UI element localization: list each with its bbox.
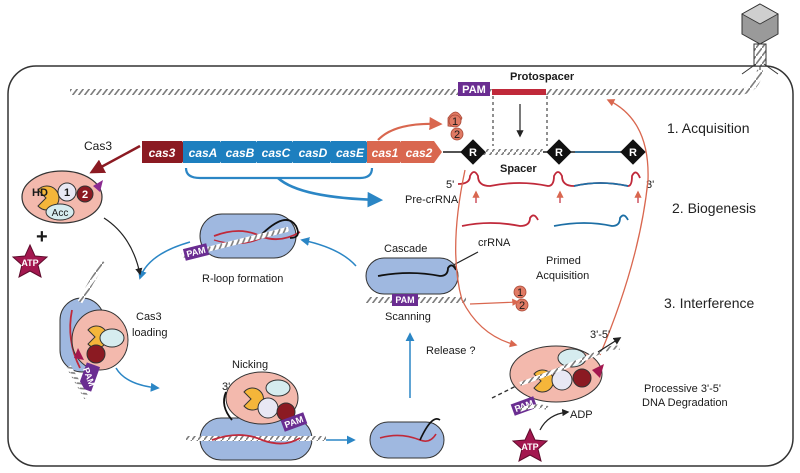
gene-casA: [183, 141, 228, 163]
phage-dna-strand: [70, 69, 763, 95]
gene-casB: [221, 141, 264, 163]
plus-sign: +: [36, 226, 48, 248]
primed-label-1: Primed: [546, 255, 581, 267]
protospacer-segment: [492, 89, 546, 95]
stage-biogenesis: 2. Biogenesis: [672, 200, 756, 216]
svg-text:casD: casD: [299, 146, 328, 160]
svg-text:cas3: cas3: [149, 146, 176, 160]
gene-casE: [331, 141, 374, 163]
svg-text:1: 1: [517, 287, 523, 299]
svg-text:cas2: cas2: [406, 146, 433, 160]
svg-text:PAM: PAM: [185, 245, 206, 259]
processive-label-2: DNA Degradation: [642, 397, 728, 409]
cascade-rloop: PAM: [181, 213, 301, 261]
repeat-to-degradation-arrow: [455, 169, 518, 348]
svg-text:1: 1: [452, 116, 458, 128]
gene-casD: [293, 141, 338, 163]
svg-text:R: R: [469, 147, 477, 159]
scan-to-primed-arrow: [469, 298, 520, 306]
repeat-r3: R: [620, 139, 646, 165]
svg-text:2: 2: [82, 189, 88, 201]
pam-label-top: PAM: [462, 84, 486, 96]
crrna-red: [461, 214, 539, 227]
cas3-loading-label-1: Cas3: [136, 311, 162, 323]
atp-hydrolysis-arrow: [539, 408, 570, 431]
stage-acquisition: 1. Acquisition: [667, 120, 750, 136]
arrow-loading-to-nicking: [115, 367, 160, 392]
cascade-scanning: PAM: [365, 257, 466, 306]
phage-icon: [741, 3, 779, 76]
gene-cas3: [142, 141, 190, 163]
cas1-cas2-complex-top: 1 2: [447, 111, 464, 141]
cas3-label: Cas3: [84, 139, 112, 153]
protospacer-label: Protospacer: [510, 71, 575, 83]
released-cascade: [369, 418, 445, 459]
svg-text:cas1: cas1: [372, 146, 399, 160]
cas3-loading-label-2: loading: [132, 327, 167, 339]
direction-label: 3'-5': [590, 329, 610, 341]
cascade-gene-bracket: [184, 167, 374, 180]
svg-text:2: 2: [454, 129, 460, 141]
nick-three-prime-label: 3': [222, 381, 230, 393]
pre-crrna-strand: [457, 171, 641, 187]
spacer-label: Spacer: [500, 163, 537, 175]
pre-crrna-label: Pre-crRNA: [405, 194, 459, 206]
atp-star-bottom: ATP: [512, 428, 548, 462]
svg-text:1: 1: [64, 187, 70, 199]
nicking-label: Nicking: [232, 359, 268, 371]
cas3-protein: HD 1 2 Acc: [21, 170, 103, 224]
svg-text:Acc: Acc: [52, 208, 69, 219]
arrow-cas3-to-loading: [103, 217, 143, 276]
cas3-expression-arrow: [89, 144, 141, 174]
primed-acquisition-arrow: [599, 99, 649, 356]
rloop-label: R-loop formation: [202, 273, 283, 285]
svg-text:casE: casE: [336, 146, 365, 160]
svg-text:casC: casC: [262, 146, 291, 160]
three-prime-label: 3': [646, 179, 654, 191]
atp-star-left: ATP: [12, 244, 48, 278]
cas1-expression-arrow: [377, 116, 443, 141]
gene-casC: [257, 141, 300, 163]
svg-text:ATP: ATP: [521, 442, 538, 452]
cas3-loading-complex: PAM: [59, 260, 129, 400]
repeat-r1: R: [460, 139, 486, 165]
pam-box-top: [458, 82, 490, 96]
primed-label-2: Acquisition: [536, 270, 589, 282]
svg-text:PAM: PAM: [395, 295, 414, 305]
svg-text:casB: casB: [226, 146, 255, 160]
crrna-label: crRNA: [478, 237, 511, 249]
gene-cas2: [401, 141, 442, 163]
stage-interference: 3. Interference: [664, 295, 754, 311]
cascade-label: Cascade: [384, 243, 427, 255]
degradation-complex: PAM: [491, 337, 622, 416]
svg-text:R: R: [555, 147, 563, 159]
processive-label-1: Processive 3'-5': [644, 383, 721, 395]
svg-text:ATP: ATP: [21, 258, 38, 268]
repeat-r2: R: [546, 139, 572, 165]
direction-arrow: [597, 337, 622, 353]
svg-text:HD: HD: [32, 187, 48, 199]
svg-text:casA: casA: [189, 146, 218, 160]
arrow-scanning-to-rloop: [300, 237, 357, 267]
svg-text:R: R: [629, 147, 637, 159]
cas-operon: cas3 casA casB casC casD casE cas1 cas2: [142, 141, 442, 163]
adp-label: ADP: [570, 409, 593, 421]
nicking-complex: PAM: [186, 371, 326, 461]
svg-text:2: 2: [519, 300, 525, 312]
crrna-blue: [553, 214, 629, 227]
cascade-assembly-arrow: [277, 177, 384, 208]
scanning-label: Scanning: [385, 311, 431, 323]
five-prime-label: 5': [446, 179, 454, 191]
release-label: Release ?: [426, 345, 476, 357]
gene-cas1: [367, 141, 408, 163]
